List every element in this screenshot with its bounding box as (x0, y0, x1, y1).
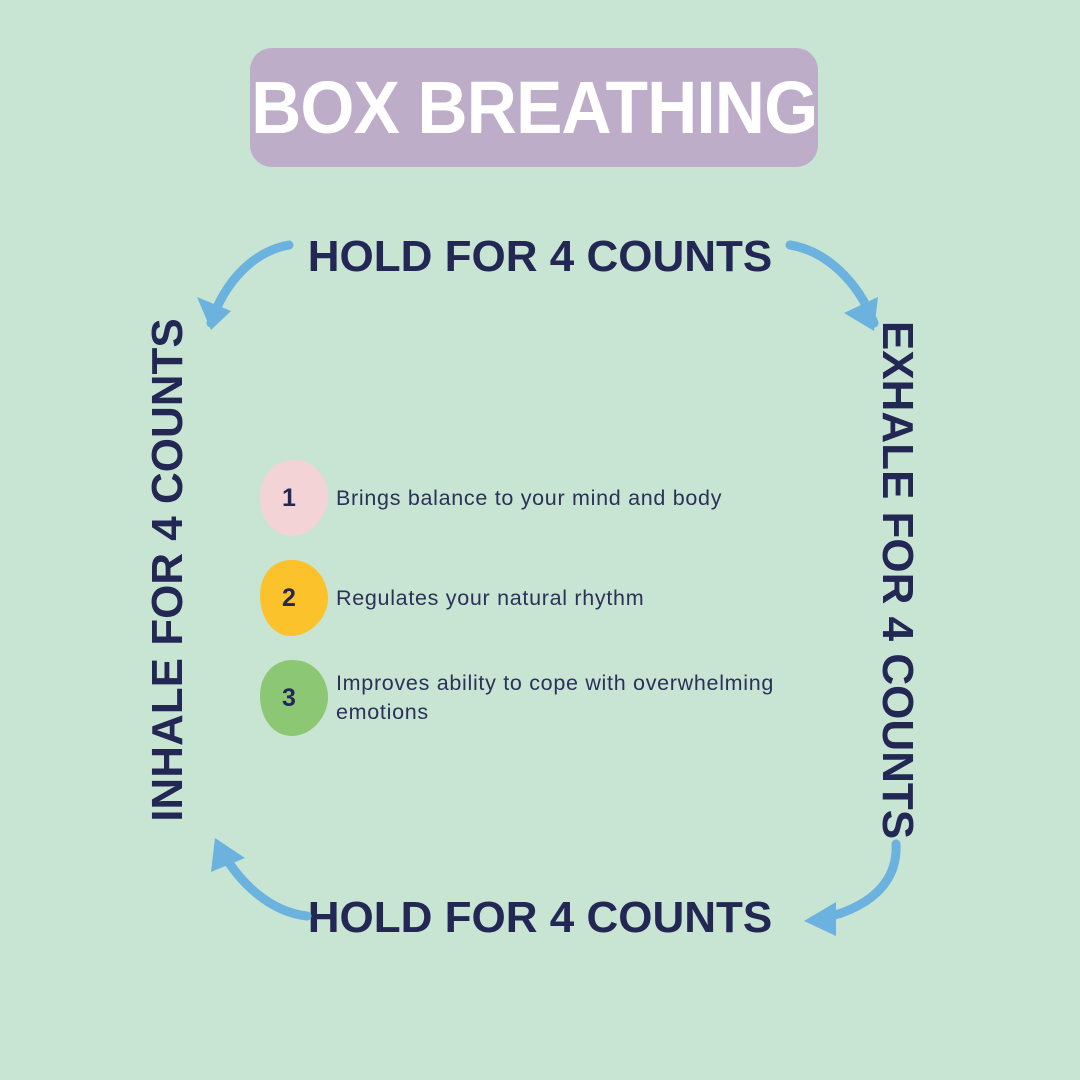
benefit-item-1: 1 Brings balance to your mind and body (258, 455, 818, 541)
benefit-badge-3: 3 (258, 658, 330, 738)
benefit-item-3: 3 Improves ability to cope with overwhel… (258, 655, 818, 741)
benefit-text-1: Brings balance to your mind and body (336, 485, 723, 510)
page-title: BOX BREATHING (250, 65, 818, 149)
benefit-number-1: 1 (282, 483, 296, 512)
benefit-badge-1: 1 (258, 458, 330, 538)
cycle-label-exhale: EXHALE FOR 4 COUNTS (873, 320, 922, 840)
benefit-item-2: 2 Regulates your natural rhythm (258, 555, 818, 641)
benefit-number-3: 3 (282, 683, 296, 712)
blob-shape-icon (260, 460, 328, 536)
cycle-label-inhale: INHALE FOR 4 COUNTS (143, 318, 192, 822)
benefit-text-3: Improves ability to cope with overwhelmi… (336, 671, 775, 724)
benefit-badge-2: 2 (258, 558, 330, 638)
blob-shape-icon (260, 660, 328, 736)
title-banner: BOX BREATHING (250, 48, 818, 167)
benefit-number-2: 2 (282, 583, 296, 612)
benefit-text-2: Regulates your natural rhythm (336, 585, 645, 610)
benefits-list: 1 Brings balance to your mind and body 2… (258, 455, 818, 749)
cycle-label-hold-top: HOLD FOR 4 COUNTS (307, 232, 773, 281)
cycle-label-hold-bottom: HOLD FOR 4 COUNTS (307, 893, 773, 942)
blob-shape-icon (260, 560, 328, 636)
